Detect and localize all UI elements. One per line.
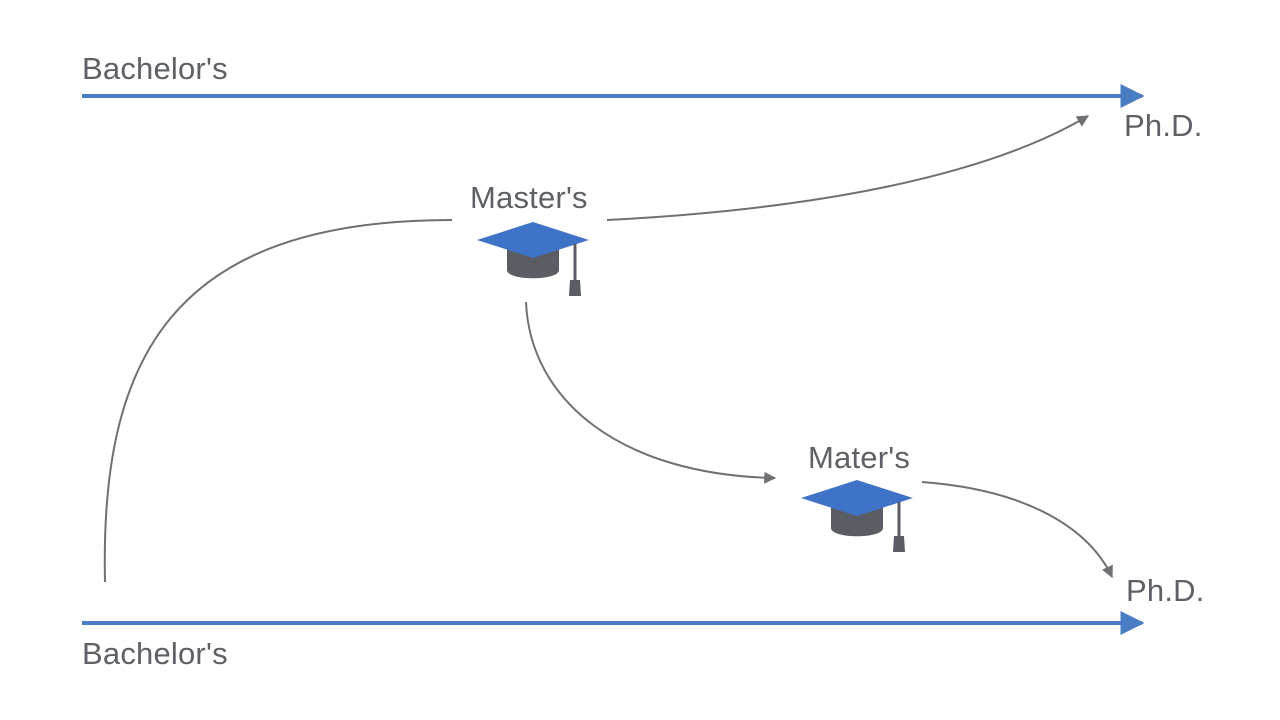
phd-bottom-label: Ph.D. [1126,573,1205,608]
bachelor-bottom-label: Bachelor's [82,636,228,671]
masters-to-maters-arrow [525,301,777,484]
masters-to-phd-top-arrow [606,115,1090,221]
masters-graduation-cap-icon [477,222,589,296]
masters-label: Master's [470,180,588,215]
maters-graduation-cap-icon [801,480,913,552]
bachelor-top-label: Bachelor's [82,51,228,86]
maters-to-phd-bottom-arrow [921,481,1113,579]
maters-label: Mater's [808,440,911,475]
bachelor-to-masters-curve [103,219,453,583]
phd-top-label: Ph.D. [1124,108,1203,143]
